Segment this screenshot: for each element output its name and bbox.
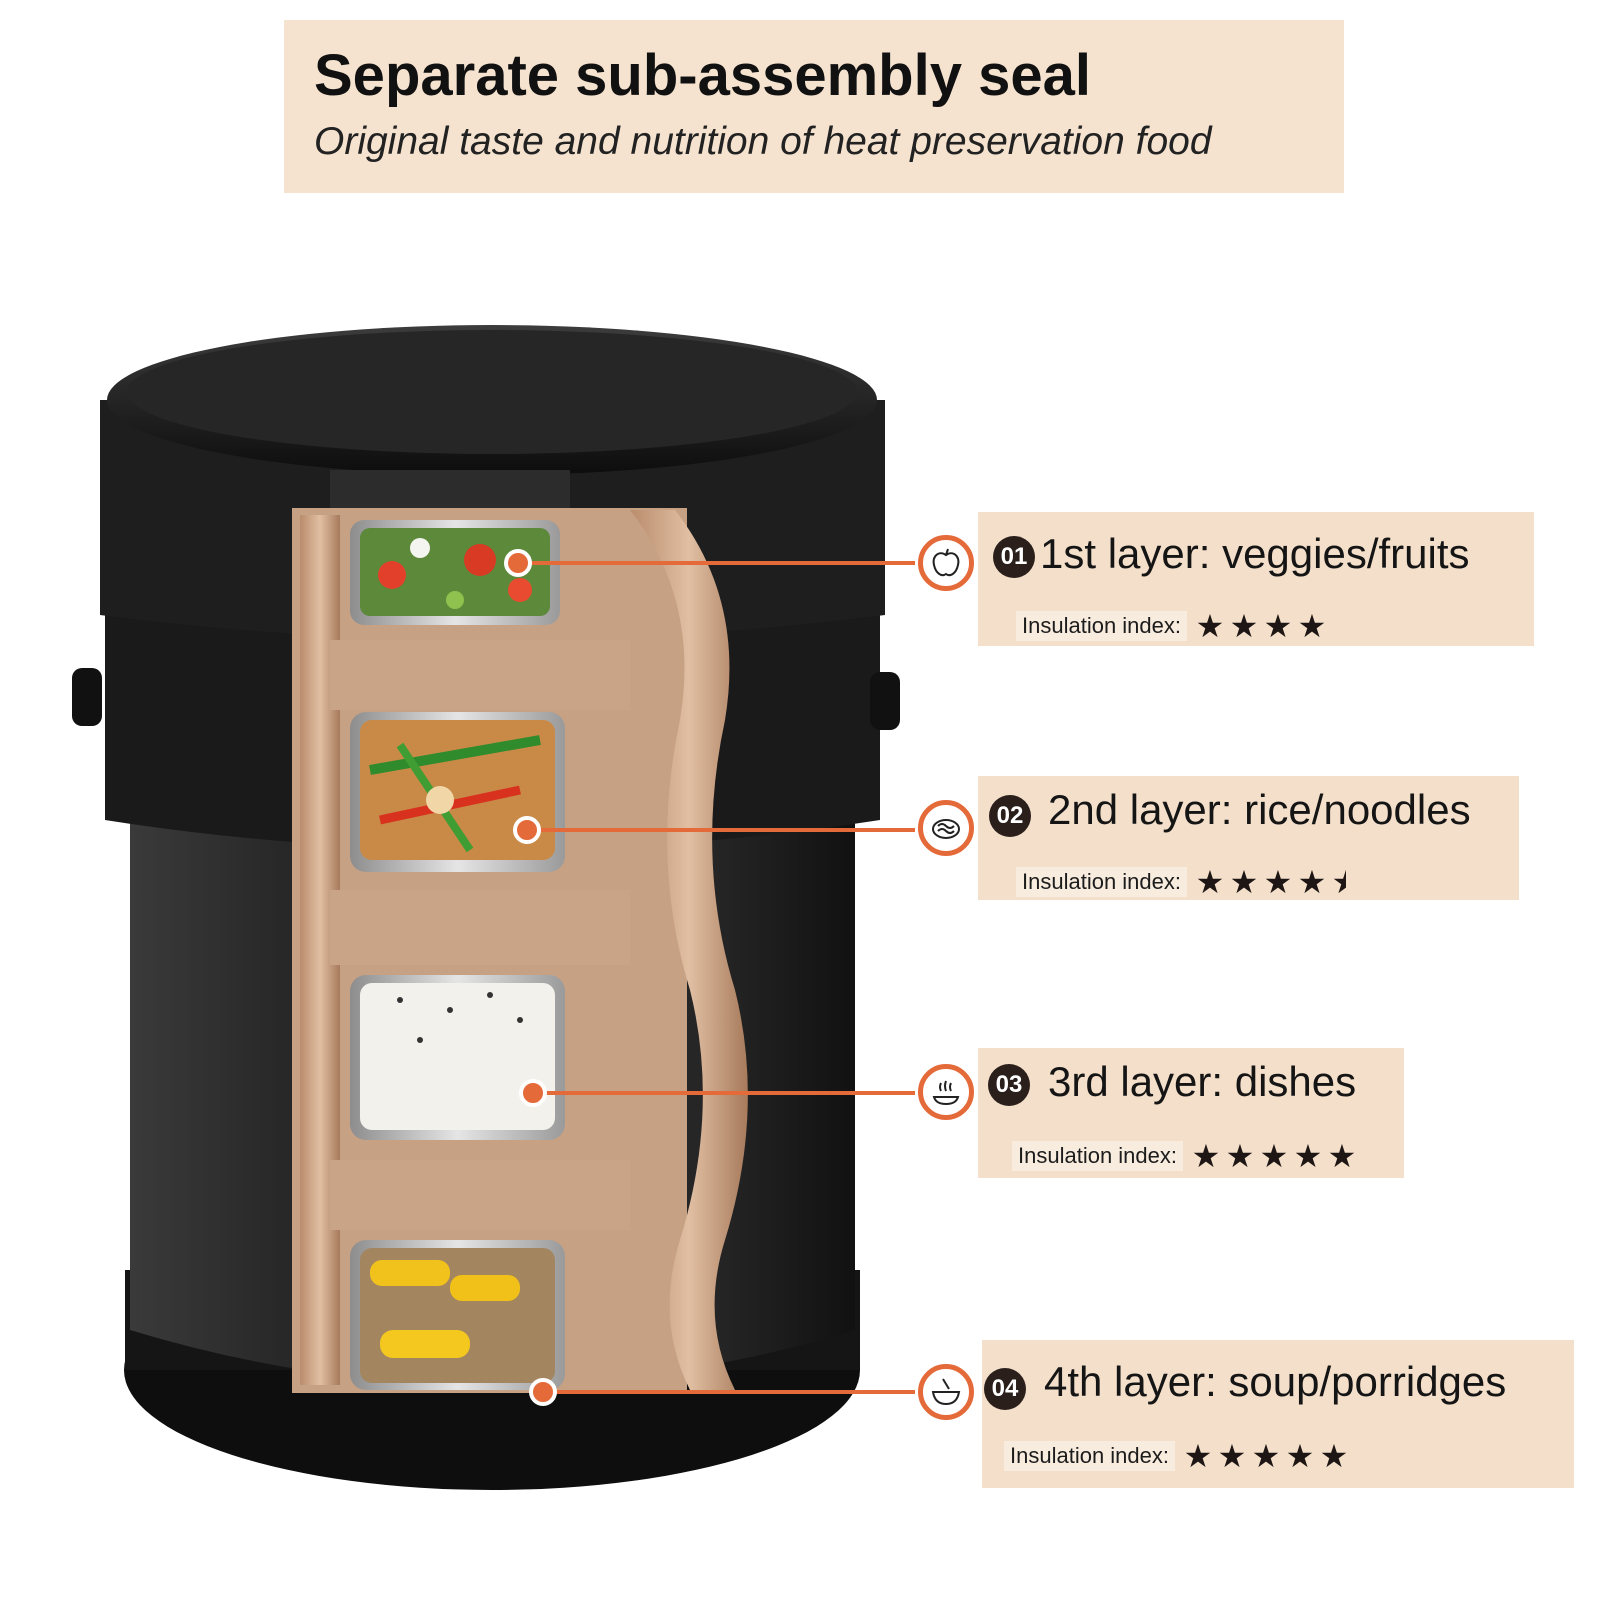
layer-3-stars: ★★★★★	[1189, 1140, 1359, 1172]
banner-title: Separate sub-assembly seal	[314, 43, 1091, 108]
layer-4-icon-ring	[918, 1364, 974, 1420]
layer-4-insulation-label: Insulation index:	[1004, 1441, 1175, 1471]
layer-1-stars: ★★★★	[1193, 610, 1329, 642]
star-icon: ★	[1327, 1137, 1357, 1175]
half-star-icon: ★	[1329, 866, 1363, 898]
layer-2-title: 2nd layer: rice/noodles	[1048, 786, 1471, 833]
star-icon: ★	[1183, 1437, 1213, 1475]
layer-3-badge: 03	[988, 1064, 1030, 1106]
layer-1-badge: 01	[993, 536, 1035, 578]
star-icon: ★	[1285, 1437, 1315, 1475]
noodle-bowl-icon	[932, 819, 960, 839]
compartment-3	[350, 975, 565, 1140]
compartment-4	[350, 1240, 565, 1390]
layer-3-title: 3rd layer: dishes	[1048, 1058, 1357, 1105]
header-banner: Separate sub-assembly seal Original tast…	[284, 20, 1344, 193]
star-icon: ★	[1297, 863, 1327, 901]
steaming-dish-icon	[932, 1080, 960, 1106]
star-icon: ★	[1251, 1437, 1281, 1475]
layer-4-stars: ★★★★★	[1181, 1440, 1351, 1472]
layer-3-insulation-label: Insulation index:	[1012, 1141, 1183, 1171]
star-icon: ★	[1229, 607, 1259, 645]
soup-bowl-icon	[931, 1378, 961, 1406]
layer-2-insulation: Insulation index: ★★★★★	[1016, 866, 1363, 898]
apple-icon	[932, 548, 960, 577]
layer-4-title: 4th layer: soup/porridges	[1044, 1358, 1507, 1405]
compartment-2	[350, 712, 565, 872]
star-icon: ★	[1319, 1437, 1349, 1475]
star-icon: ★	[1195, 607, 1225, 645]
star-icon: ★	[1217, 1437, 1247, 1475]
star-icon: ★	[1229, 863, 1259, 901]
layer-3-insulation: Insulation index: ★★★★★	[1012, 1140, 1359, 1172]
layer-1-insulation: Insulation index: ★★★★	[1016, 610, 1329, 642]
layer-1-icon-ring	[918, 535, 974, 591]
banner-subtitle: Original taste and nutrition of heat pre…	[314, 119, 1212, 163]
star-icon: ★	[1259, 1137, 1289, 1175]
star-icon: ★	[1263, 863, 1293, 901]
layer-2-icon-ring	[918, 800, 974, 856]
layer-2-insulation-label: Insulation index:	[1016, 867, 1187, 897]
star-icon: ★	[1195, 863, 1225, 901]
star-icon: ★	[1263, 607, 1293, 645]
leader-lines	[520, 561, 915, 1394]
star-icon: ★	[1293, 1137, 1323, 1175]
layer-4-badge: 04	[984, 1368, 1026, 1410]
layer-1-title: 1st layer: veggies/fruits	[1040, 530, 1470, 577]
compartment-1	[350, 520, 560, 625]
layer-4-insulation: Insulation index: ★★★★★	[1004, 1440, 1351, 1472]
layer-2-badge: 02	[989, 795, 1031, 837]
layer-3-icon-ring	[918, 1064, 974, 1120]
star-icon: ★	[1225, 1137, 1255, 1175]
layer-2-stars: ★★★★★	[1193, 866, 1363, 898]
star-icon: ★	[1191, 1137, 1221, 1175]
star-icon: ★	[1297, 607, 1327, 645]
layer-1-insulation-label: Insulation index:	[1016, 611, 1187, 641]
